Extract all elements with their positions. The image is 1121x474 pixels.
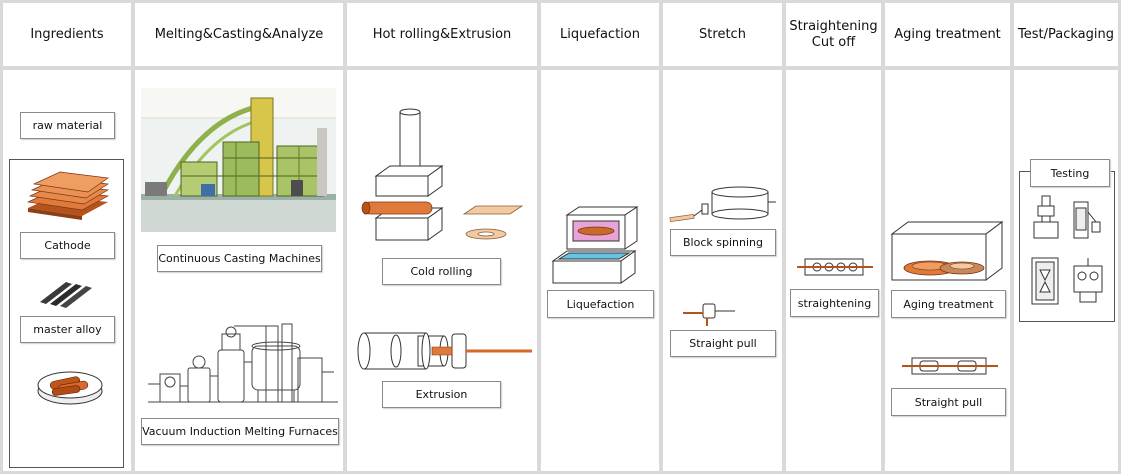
cold-rolling-press-icon xyxy=(361,108,524,241)
straightening-label: straightening xyxy=(790,289,879,317)
col-divider xyxy=(782,0,786,474)
col-divider xyxy=(343,0,347,474)
liquefaction-label: Liquefaction xyxy=(547,290,654,318)
header-test-packaging: Test/Packaging xyxy=(1018,27,1114,42)
cathode-plates-icon xyxy=(26,171,110,220)
aging-furnace-icon xyxy=(890,221,1004,281)
block-spinning-label: Block spinning xyxy=(670,229,776,256)
extrusion-icon xyxy=(357,332,532,370)
liquefaction-tanks-icon xyxy=(551,206,639,284)
header-hot-rolling: Hot rolling&Extrusion xyxy=(372,27,512,42)
straight-pull-aging-label: Straight pull xyxy=(891,388,1006,416)
master-alloy-icon xyxy=(40,282,92,308)
col-divider xyxy=(1010,0,1014,474)
extrusion-label: Extrusion xyxy=(382,381,501,408)
header-ingredients: Ingredients xyxy=(30,27,104,42)
straight-pull-icon xyxy=(683,303,735,326)
col-divider xyxy=(659,0,663,474)
testing-equipment-icon xyxy=(1031,195,1103,305)
header-row-bg xyxy=(3,3,1118,67)
vacuum-induction-furnace-drawing xyxy=(148,323,338,403)
cathode-label: Cathode xyxy=(20,232,115,259)
header-straightening: Straightening Cut off xyxy=(786,3,881,67)
continuous-casting-machine-photo xyxy=(141,88,336,232)
master-alloy-label: master alloy xyxy=(20,316,115,343)
straight-pull-stretch-label: Straight pull xyxy=(670,330,776,357)
col-divider xyxy=(881,0,885,474)
header-straightening-line1: Straightening xyxy=(789,19,878,34)
aging-treatment-label: Aging treatment xyxy=(891,290,1006,318)
col-stretch xyxy=(663,70,782,471)
vacuum-furnace-label: Vacuum Induction Melting Furnaces xyxy=(141,418,339,445)
raw-material-label: raw material xyxy=(20,112,115,139)
alloy-dish-icon xyxy=(37,371,103,405)
col-divider xyxy=(131,0,135,474)
straightening-machine-icon xyxy=(797,258,873,276)
cold-rolling-label: Cold rolling xyxy=(382,258,501,285)
header-straightening-line2: Cut off xyxy=(811,35,856,50)
header-stretch: Stretch xyxy=(699,27,746,42)
testing-label: Testing xyxy=(1030,159,1110,187)
continuous-casting-label: Continuous Casting Machines xyxy=(157,245,322,272)
col-divider xyxy=(537,0,541,474)
block-spinning-icon xyxy=(669,186,776,222)
header-aging: Aging treatment xyxy=(894,27,1001,42)
aging-straight-pull-icon xyxy=(902,357,998,375)
header-liquefaction: Liquefaction xyxy=(560,27,640,42)
header-divider xyxy=(0,66,1121,70)
header-melting: Melting&Casting&Analyze xyxy=(154,27,324,42)
